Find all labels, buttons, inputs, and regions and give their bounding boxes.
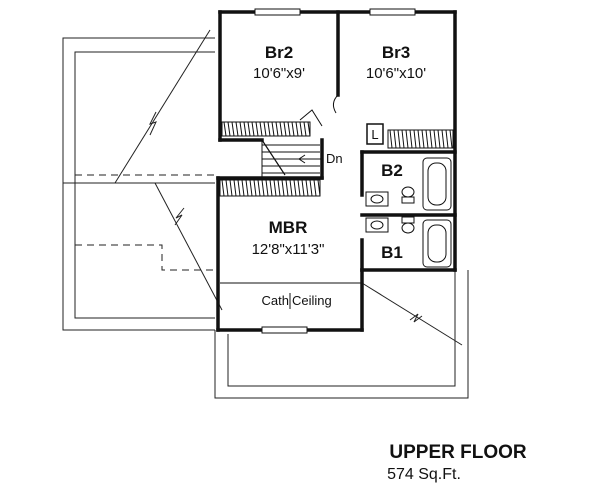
break-marks bbox=[149, 111, 423, 323]
windows bbox=[254, 8, 416, 334]
br2-label: Br2 bbox=[265, 43, 293, 62]
bath-fixtures bbox=[365, 157, 452, 268]
linen-closet bbox=[366, 123, 384, 145]
closet-label: L bbox=[371, 127, 378, 142]
closet-hatching bbox=[219, 121, 454, 197]
br3-label: Br3 bbox=[382, 43, 410, 62]
floor-area: 574 Sq.Ft. bbox=[387, 466, 461, 483]
mbr-label: MBR bbox=[269, 218, 308, 237]
door-swings bbox=[299, 94, 339, 127]
b1-label: B1 bbox=[381, 243, 403, 262]
roof-outline bbox=[62, 29, 469, 399]
floor-title: UPPER FLOOR bbox=[389, 442, 527, 463]
walls bbox=[216, 10, 457, 332]
staircase bbox=[261, 139, 322, 178]
br3-size: 10'6"x10' bbox=[366, 65, 426, 82]
ceiling-label-2: Ceiling bbox=[292, 293, 332, 308]
br2-size: 10'6"x9' bbox=[253, 65, 305, 82]
ceiling-label: Cath bbox=[262, 293, 289, 308]
stairs-label: Dn bbox=[326, 151, 343, 166]
b2-label: B2 bbox=[381, 161, 403, 180]
mbr-size: 12'8"x11'3" bbox=[252, 241, 325, 258]
